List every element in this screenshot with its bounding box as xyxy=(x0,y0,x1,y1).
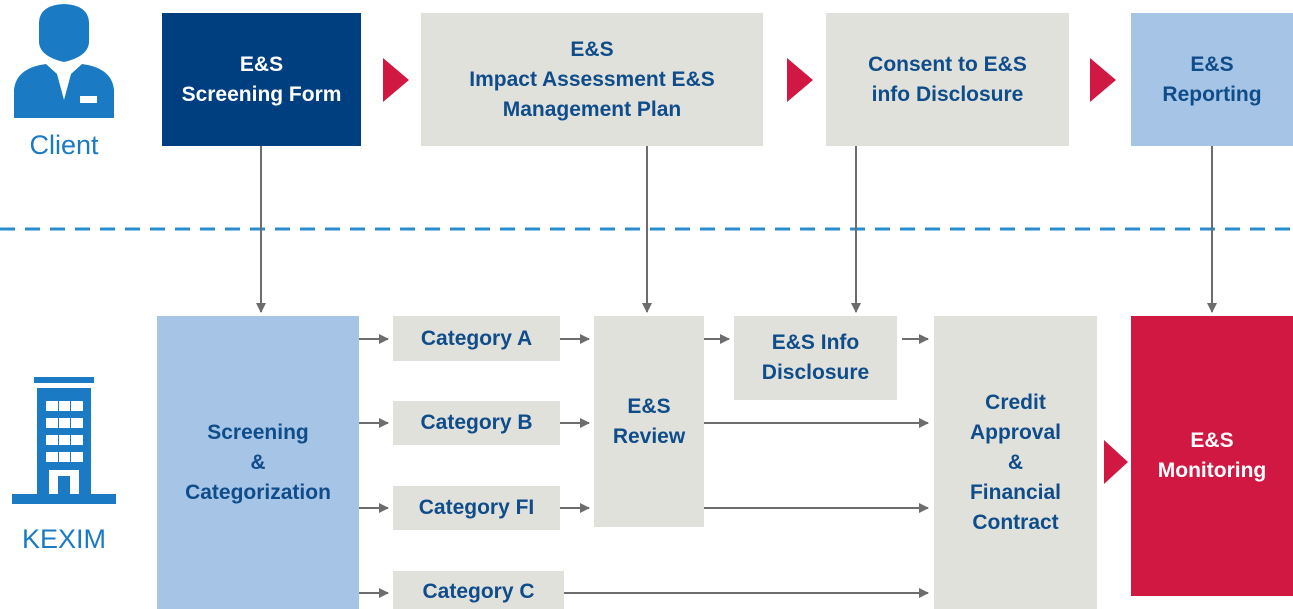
credit-approval-box: Credit Approval & Financial Contract xyxy=(934,316,1097,609)
consent-disclosure-box: Consent to E&S info Disclosure xyxy=(826,13,1069,146)
es-monitoring-box: E&S Monitoring xyxy=(1131,316,1293,596)
category-b-box: Category B xyxy=(393,401,560,445)
screening-form-box: E&S Screening Form xyxy=(162,13,361,146)
person-icon xyxy=(14,4,114,118)
chevron-right-icon xyxy=(1090,58,1116,102)
chevron-right-icon xyxy=(787,58,813,102)
impact-assessment-box: E&S Impact Assessment E&S Management Pla… xyxy=(421,13,763,146)
kexim-label: KEXIM xyxy=(21,524,107,554)
flow-chevrons xyxy=(383,58,1128,484)
es-info-disclosure-box: E&S Info Disclosure xyxy=(734,316,897,400)
chevron-right-icon xyxy=(1104,440,1128,484)
reporting-box: E&S Reporting xyxy=(1131,13,1293,146)
category-fi-box: Category FI xyxy=(393,486,560,530)
es-review-box: E&S Review xyxy=(594,316,704,527)
category-a-box: Category A xyxy=(393,316,560,361)
chevron-right-icon xyxy=(383,58,409,102)
office-building-icon xyxy=(12,377,116,504)
category-c-box: Category C xyxy=(393,571,564,609)
screening-categorization-box: Screening & Categorization xyxy=(157,316,359,609)
client-label: Client xyxy=(29,130,99,160)
